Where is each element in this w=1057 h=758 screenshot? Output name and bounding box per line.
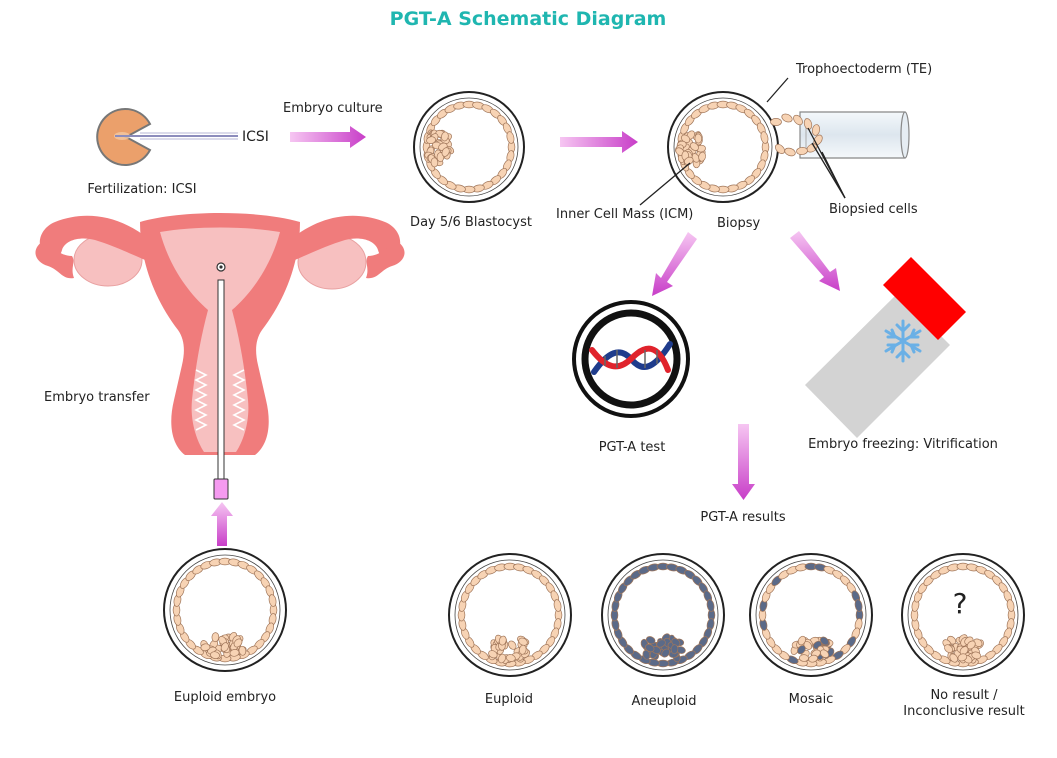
catheter-syringe bbox=[213, 478, 229, 500]
left-fallopian-tube bbox=[39, 215, 150, 262]
biopsied-cells-label: Biopsied cells bbox=[829, 202, 918, 217]
cervix-rugae-left bbox=[194, 369, 208, 431]
blastocyst-label: Day 5/6 Blastocyst bbox=[410, 215, 532, 230]
right-fimbriae bbox=[366, 240, 405, 279]
icm-label: Inner Cell Mass (ICM) bbox=[556, 207, 694, 222]
result-euploid-embryo bbox=[448, 553, 572, 677]
dna-icon bbox=[589, 341, 673, 375]
blastocyst-embryo bbox=[413, 91, 525, 203]
unknown-result-question-mark: ? bbox=[952, 587, 968, 620]
result-mosaic-label: Mosaic bbox=[788, 692, 834, 707]
result-inconclusive-label: Inconclusive result bbox=[903, 704, 1025, 719]
arrow-blastocyst-to-biopsy bbox=[560, 131, 638, 153]
arrow-biopsy-to-test bbox=[652, 232, 697, 296]
transfer-catheter bbox=[213, 262, 229, 500]
result-no-result-label: No result / bbox=[930, 688, 998, 703]
vitrification-straw bbox=[805, 257, 966, 438]
straw-cap bbox=[883, 257, 966, 340]
snowflake-icon bbox=[884, 319, 922, 363]
result-aneuploid-label: Aneuploid bbox=[631, 694, 697, 709]
trophectoderm-label: Trophoectoderm (TE) bbox=[796, 62, 933, 77]
pgta-test-disc bbox=[572, 300, 690, 418]
te-pointer-line bbox=[766, 77, 789, 103]
fertilization-label: Fertilization: ICSI bbox=[87, 182, 197, 197]
embryo-culture-label: Embryo culture bbox=[283, 101, 383, 116]
result-aneuploid-embryo bbox=[601, 553, 725, 677]
left-fimbriae bbox=[35, 240, 74, 279]
euploid-embryo-label: Euploid embryo bbox=[173, 690, 277, 705]
icm-pointer-line bbox=[639, 162, 691, 206]
right-fallopian-tube bbox=[290, 215, 401, 262]
biopsied-pointer-line-3 bbox=[821, 151, 846, 199]
result-euploid-label: Euploid bbox=[484, 692, 534, 707]
biopsy-embryo bbox=[667, 91, 779, 203]
biopsy-label: Biopsy bbox=[717, 216, 761, 231]
icsi-label: ICSI bbox=[242, 129, 269, 145]
arrow-test-to-results bbox=[732, 424, 755, 500]
cervix-rugae-right bbox=[232, 369, 246, 431]
arrow-biopsy-to-freeze bbox=[790, 231, 840, 291]
annotation-lines bbox=[639, 77, 846, 206]
arrow-icsi-to-culture bbox=[290, 126, 366, 148]
biopsy-pipette bbox=[799, 111, 910, 159]
pgta-test-label: PGT-A test bbox=[598, 440, 666, 455]
embryo-illustrations bbox=[163, 91, 1025, 677]
process-arrows bbox=[211, 126, 840, 546]
freezing-label: Embryo freezing: Vitrification bbox=[808, 437, 998, 452]
result-inconclusive-embryo bbox=[901, 553, 1025, 677]
pgta-results-label: PGT-A results bbox=[700, 510, 786, 525]
arrow-embryo-to-transfer bbox=[211, 502, 233, 546]
result-mosaic-embryo bbox=[749, 553, 873, 677]
page-title: PGT-A Schematic Diagram bbox=[389, 8, 667, 30]
embryo-transfer-label: Embryo transfer bbox=[44, 390, 150, 405]
euploid-embryo bbox=[163, 548, 287, 672]
icsi-egg-illustration bbox=[96, 108, 238, 166]
biopsied-pointer-line-2 bbox=[811, 142, 846, 199]
